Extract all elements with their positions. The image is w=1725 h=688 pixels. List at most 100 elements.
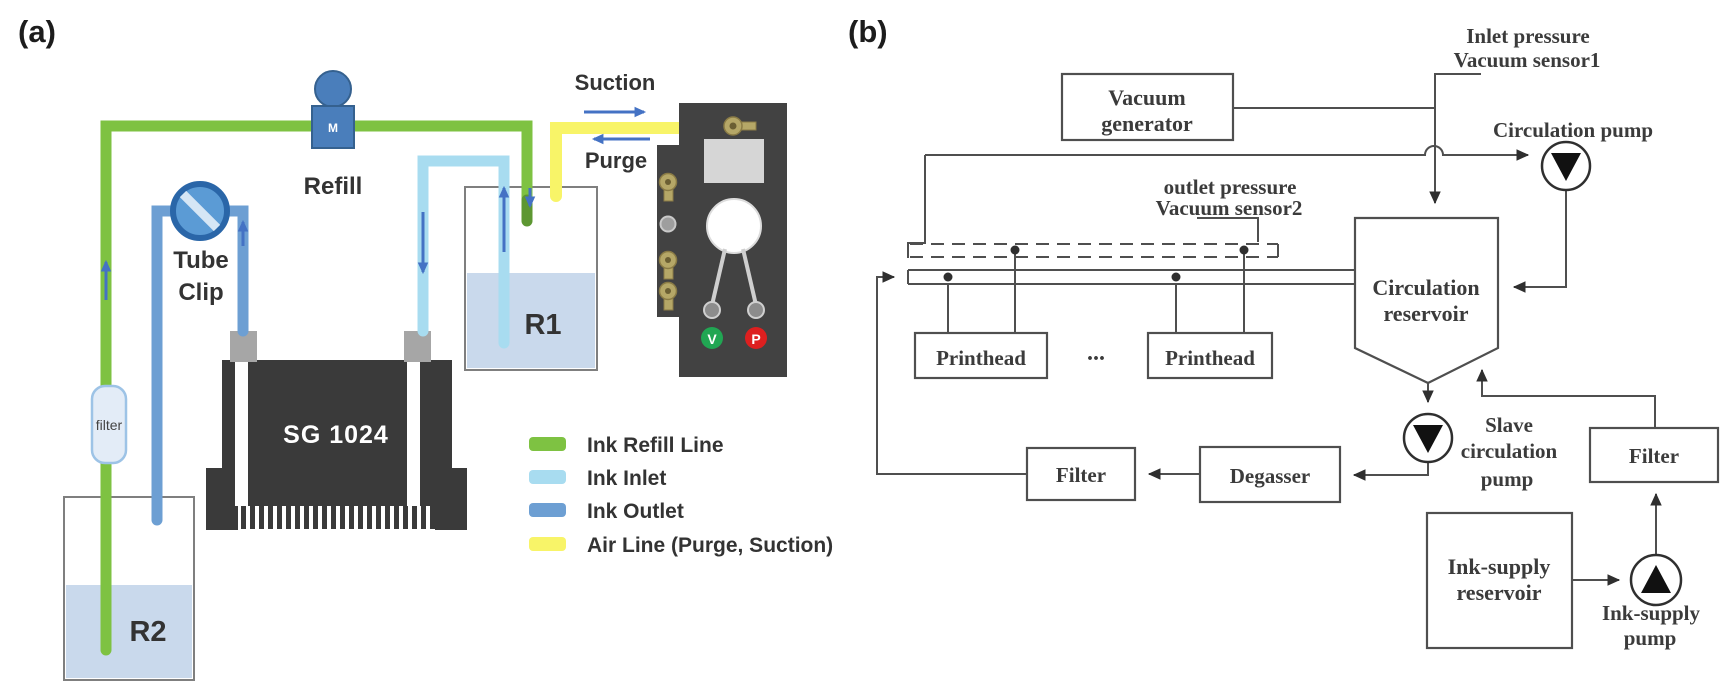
legend: Ink Refill Line Ink Inlet Ink Outlet Air… <box>529 434 833 557</box>
control-panel: V P <box>657 103 787 377</box>
filter-loop-label: Filter <box>1056 463 1106 487</box>
inline-filter-body <box>90 384 128 465</box>
printhead-sg1024: SG 1024 <box>206 331 467 530</box>
refill-pump-body <box>311 105 355 149</box>
panel-key-1-hole <box>665 179 671 185</box>
panel-b: (b) <box>848 14 1720 650</box>
ink-supply-pump-symbol <box>1629 553 1683 607</box>
circulation-reservoir-shape <box>1353 216 1500 385</box>
reservoir-r2-label: R2 <box>129 616 166 648</box>
slave-pump-label-1: Slave <box>1485 413 1533 437</box>
printhead2-label: Printhead <box>1165 346 1255 370</box>
legend-label-inlet: Ink Inlet <box>587 467 666 490</box>
line-circpump-to-reservoir <box>1512 190 1567 293</box>
legend-label-outlet: Ink Outlet <box>587 500 684 523</box>
line-slavepump-to-degasser <box>1352 462 1429 481</box>
refill-pump-motor-head <box>314 70 352 108</box>
ink-supply-reservoir-label-2: reservoir <box>1456 580 1541 605</box>
vacuum-generator-label-2: generator <box>1101 111 1193 136</box>
line-filter-to-ink-manifold <box>876 271 1027 475</box>
purge-label: Purge <box>585 148 647 173</box>
circulation-pump-triangle <box>1551 153 1581 181</box>
degasser-label: Degasser <box>1230 464 1310 488</box>
ink-supply-reservoir-box <box>1425 511 1574 650</box>
circulation-pump-label: Circulation pump <box>1493 118 1653 142</box>
legend-item-inlet: Ink Inlet <box>529 467 666 490</box>
circulation-pump-symbol <box>1540 140 1592 192</box>
filter-loop-box <box>1025 446 1137 502</box>
degasser-box <box>1198 445 1342 504</box>
panel-a-label: (a) <box>18 14 56 49</box>
valve-v-badge[interactable] <box>701 327 723 349</box>
legend-swatch-airline <box>529 537 566 551</box>
vacuum-generator-box <box>1060 72 1235 142</box>
inlet-sensor-label-2: Vacuum sensor1 <box>1454 48 1601 72</box>
panel-key-3[interactable] <box>658 281 678 311</box>
inline-filter-label: filter <box>96 417 123 433</box>
panel-button-round[interactable] <box>659 215 677 233</box>
slave-pump-label-3: pump <box>1481 467 1534 491</box>
tube-clip-label-2: Clip <box>178 279 223 306</box>
reservoir-r1-ink <box>467 273 595 368</box>
legend-item-airline: Air Line (Purge, Suction) <box>529 534 833 557</box>
suction-label: Suction <box>575 70 656 95</box>
printhead-label: SG 1024 <box>283 421 389 449</box>
valve-p-label: P <box>751 331 760 347</box>
junction-dot-ph2-vacuum <box>1239 245 1249 255</box>
junction-dot-ph1-vacuum <box>1010 245 1020 255</box>
panel-key-1[interactable] <box>658 172 678 202</box>
outlet-sensor-label-2: Vacuum sensor2 <box>1156 196 1303 220</box>
panel-key-top[interactable] <box>723 116 757 136</box>
refill-pump-motor-label: M <box>328 121 338 135</box>
sensor2-tap-line <box>1197 217 1259 242</box>
reservoir-r2: R2 <box>63 496 195 681</box>
refill-pump: M Refill <box>304 70 363 200</box>
legend-label-refill: Ink Refill Line <box>587 434 724 457</box>
printhead-left-slot <box>235 360 248 506</box>
panel-key-3-hole <box>665 288 671 294</box>
printhead-ellipsis: ... <box>1087 340 1105 366</box>
printhead-right-slot <box>407 360 420 506</box>
legend-swatch-inlet <box>529 470 566 484</box>
legend-swatch-refill <box>529 437 566 451</box>
panel-key-2[interactable] <box>658 250 678 280</box>
b-lines <box>876 73 1662 586</box>
reservoir-r1-label: R1 <box>524 309 561 341</box>
filter-supply-box <box>1588 426 1720 484</box>
panel-b-label: (b) <box>848 14 888 49</box>
ink-supply-reservoir-label-1: Ink-supply <box>1448 554 1551 579</box>
ink-supply-pump-triangle <box>1641 565 1671 593</box>
ink-supply-pump-label-2: pump <box>1624 626 1677 650</box>
printhead-right-port <box>404 331 431 362</box>
line-down-to-vacuum-manifold <box>907 155 926 258</box>
printhead2-box <box>1146 331 1274 380</box>
slave-pump-label-2: circulation <box>1461 439 1558 463</box>
legend-item-refill: Ink Refill Line <box>529 434 724 457</box>
valve-p-badge[interactable] <box>745 327 767 349</box>
b-boxes <box>913 72 1720 650</box>
junction-dot-ph2-inlet <box>1171 272 1181 282</box>
line-supplyfilter-to-reservoir <box>1476 368 1656 428</box>
printhead1-box <box>913 331 1049 380</box>
air-line-tube <box>550 122 684 202</box>
panel-key-2-hole <box>665 257 671 263</box>
panel-lever-left-tip[interactable] <box>703 301 721 319</box>
ink-supply-pump-label-1: Ink-supply <box>1602 601 1701 625</box>
slave-pump-triangle <box>1413 425 1443 453</box>
refill-pump-label: Refill <box>304 173 363 200</box>
line-vacuum-to-circpump <box>925 145 1530 161</box>
panel-knob[interactable] <box>706 198 762 254</box>
legend-swatch-outlet <box>529 503 566 517</box>
legend-label-airline: Air Line (Purge, Suction) <box>587 534 833 557</box>
filter-supply-label: Filter <box>1629 444 1679 468</box>
tube-clip-label-1: Tube <box>173 247 229 274</box>
legend-item-outlet: Ink Outlet <box>529 500 684 523</box>
panel-a: (a) R2 R1 SG 1024 <box>18 14 833 681</box>
air-direction-arrows: Suction Purge <box>575 70 656 173</box>
junction-dot-ph1-inlet <box>943 272 953 282</box>
panel-lever-right-tip[interactable] <box>747 301 765 319</box>
inline-filter: filter <box>90 384 128 465</box>
outlet-sensor-label-1: outlet pressure <box>1164 175 1297 199</box>
